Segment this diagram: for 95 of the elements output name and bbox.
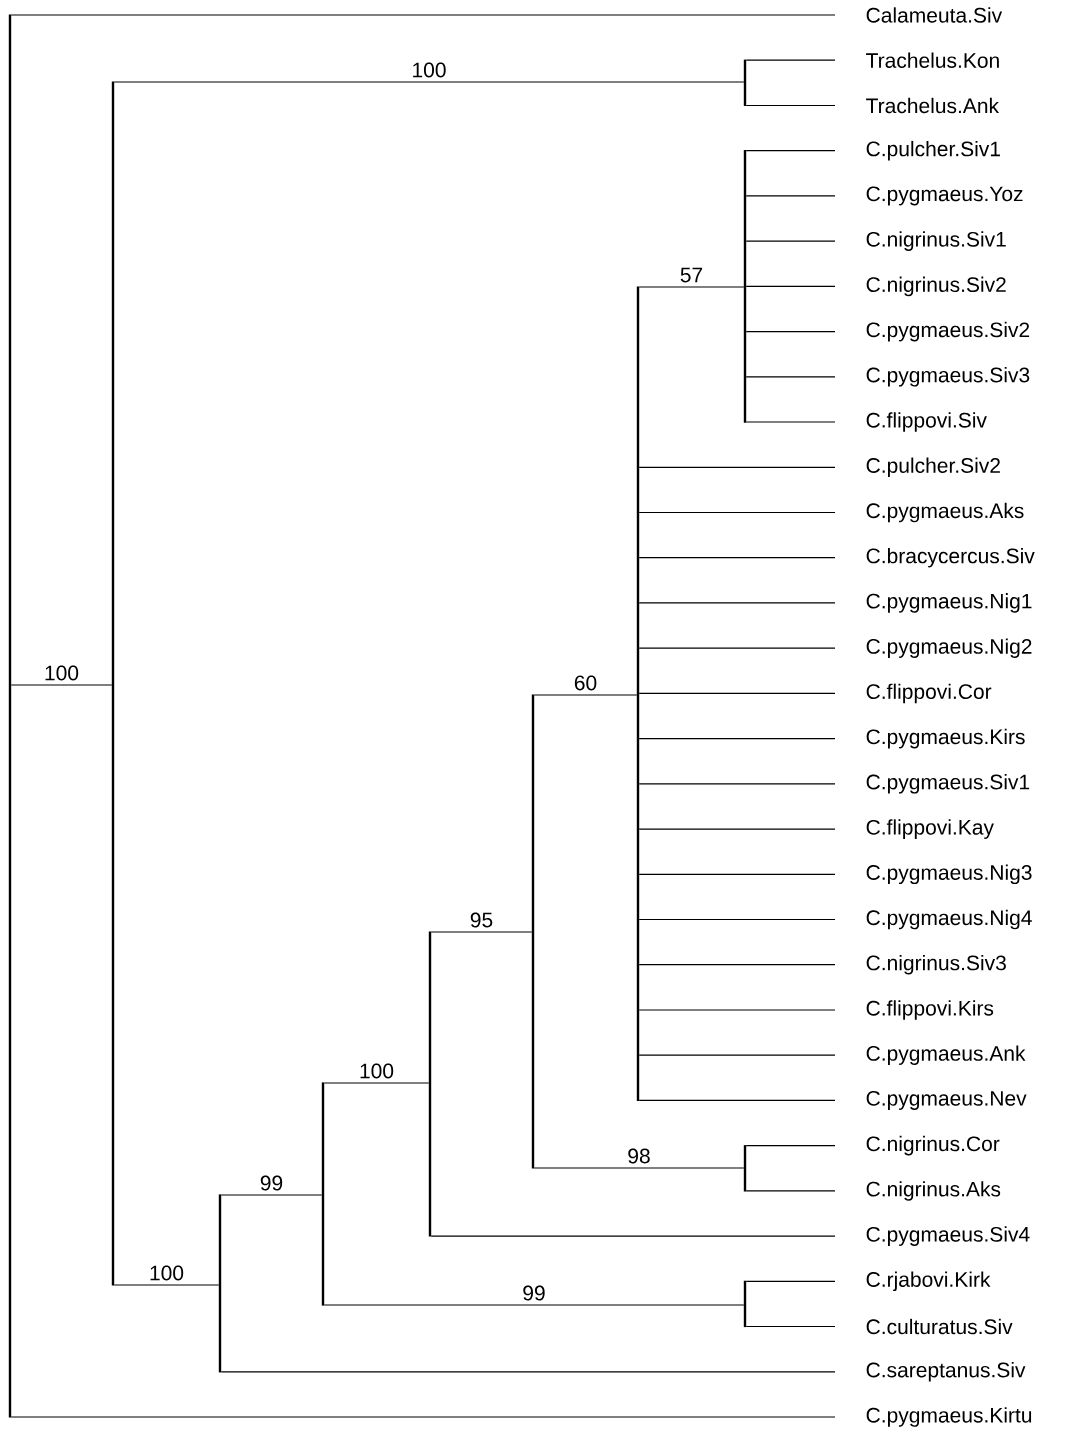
taxon-label: C.pygmaeus.Nig1 (866, 593, 1032, 613)
tree-branch (745, 195, 836, 197)
tree-branch (638, 738, 836, 740)
tree-branch (745, 1325, 836, 1328)
tree-branch (745, 376, 836, 378)
taxon-label: C.culturatus.Siv (866, 1318, 1013, 1335)
tree-branch (638, 918, 836, 921)
junction-line (428, 931, 432, 1237)
tree-branch (745, 240, 836, 242)
tree-branch (638, 1099, 836, 1101)
taxon-label: C.pulcher.Siv2 (866, 457, 1000, 478)
tree-branch (745, 1280, 836, 1282)
tree-branch (533, 1167, 745, 1169)
taxon-label: C.pygmaeus.Ank (866, 1045, 1026, 1065)
taxon-label: C.pygmaeus.Nev (866, 1090, 1027, 1110)
tree-branch (113, 81, 745, 83)
taxon-label: C.pygmaeus.Kirtu (866, 1407, 1032, 1427)
junction-line (743, 150, 747, 423)
taxon-label: Trachelus.Kon (866, 52, 999, 68)
tree-branch (638, 1054, 836, 1056)
junction-line (743, 1145, 747, 1192)
bootstrap-value: 57 (677, 265, 706, 285)
tree-branch (638, 828, 836, 830)
junction-line (531, 694, 535, 1169)
junction-line (636, 286, 640, 1101)
junction-line (111, 81, 115, 1286)
tree-branch (638, 602, 836, 604)
taxon-label: C.flippovi.Kay (866, 819, 994, 839)
taxon-label: C.pygmaeus.Siv1 (866, 774, 1030, 794)
tree-branch (323, 1082, 430, 1084)
taxon-label: C.nigrinus.Aks (866, 1181, 1001, 1201)
tree-branch (745, 421, 836, 423)
tree-branch (638, 1009, 836, 1011)
taxon-label: C.flippovi.Siv (866, 412, 987, 432)
tree-branch (638, 286, 745, 288)
tree-branch (638, 557, 836, 559)
tree-branch (638, 466, 836, 468)
taxon-label: C.nigrinus.Siv3 (866, 954, 1006, 975)
bootstrap-value: 98 (625, 1146, 653, 1166)
bootstrap-value: 60 (571, 673, 600, 693)
bootstrap-value: 95 (467, 910, 496, 930)
junction-line (321, 1082, 325, 1306)
taxon-label: C.sareptanus.Siv (866, 1362, 1026, 1382)
tree-branch (430, 1235, 836, 1237)
tree-branch (323, 1304, 745, 1306)
taxon-label: C.pygmaeus.Siv3 (866, 367, 1030, 387)
taxon-label: C.pygmaeus.Nig2 (866, 638, 1032, 658)
taxon-label: C.nigrinus.Siv2 (866, 276, 1006, 297)
tree-branch (745, 285, 836, 287)
tree-branch (430, 931, 533, 933)
tree-branch (745, 150, 836, 152)
junction-line (8, 14, 12, 1418)
tree-branch (638, 873, 836, 875)
taxon-label: C.pygmaeus.Siv4 (866, 1226, 1030, 1246)
tree-branch (638, 647, 836, 649)
bootstrap-value: 100 (409, 60, 449, 80)
tree-branch (745, 331, 836, 333)
tree-branch (638, 511, 836, 514)
tree-branch (220, 1194, 323, 1196)
tree-branch (745, 1190, 836, 1192)
taxon-label: C.pulcher.Siv1 (866, 140, 1000, 161)
tree-branch (10, 1416, 836, 1418)
tree-branch (638, 783, 836, 785)
taxon-label: C.pygmaeus.Aks (866, 502, 1024, 523)
junction-line (743, 1280, 747, 1328)
tree-branch (533, 694, 638, 696)
taxon-label: C.bracycercus.Siv (866, 547, 1035, 568)
taxon-label: C.flippovi.Kirs (866, 1000, 994, 1020)
bootstrap-value: 99 (257, 1173, 286, 1193)
taxon-label: C.pygmaeus.Nig4 (866, 909, 1032, 930)
taxon-label: C.pygmaeus.Kirs (866, 728, 1025, 749)
junction-line (743, 59, 747, 106)
taxon-label: Calameuta.Siv (866, 7, 1003, 23)
tree-branch (638, 964, 836, 966)
taxon-label: C.nigrinus.Cor (866, 1135, 1000, 1156)
tree-branch (10, 684, 113, 686)
bootstrap-value: 99 (520, 1283, 548, 1303)
tree-branch (745, 1145, 836, 1147)
taxon-label: C.rjabovi.Kirk (866, 1271, 991, 1292)
taxon-label: C.nigrinus.Siv1 (866, 231, 1006, 251)
taxon-label: C.flippovi.Cor (866, 683, 992, 704)
taxon-label: C.pygmaeus.Nig3 (866, 864, 1032, 885)
junction-line (218, 1194, 222, 1373)
taxon-label: Trachelus.Ank (866, 97, 1000, 114)
bootstrap-value: 100 (42, 663, 81, 683)
tree-branch (113, 1284, 220, 1286)
taxon-label: C.pygmaeus.Siv2 (866, 321, 1030, 342)
tree-branch (220, 1371, 836, 1373)
taxon-label: C.pygmaeus.Yoz (866, 186, 1023, 206)
bootstrap-value: 100 (147, 1263, 186, 1283)
bootstrap-value: 100 (357, 1061, 396, 1081)
tree-branch (745, 104, 836, 107)
tree-branch (10, 14, 836, 16)
tree-branch (638, 692, 836, 694)
tree-branch (745, 59, 836, 61)
